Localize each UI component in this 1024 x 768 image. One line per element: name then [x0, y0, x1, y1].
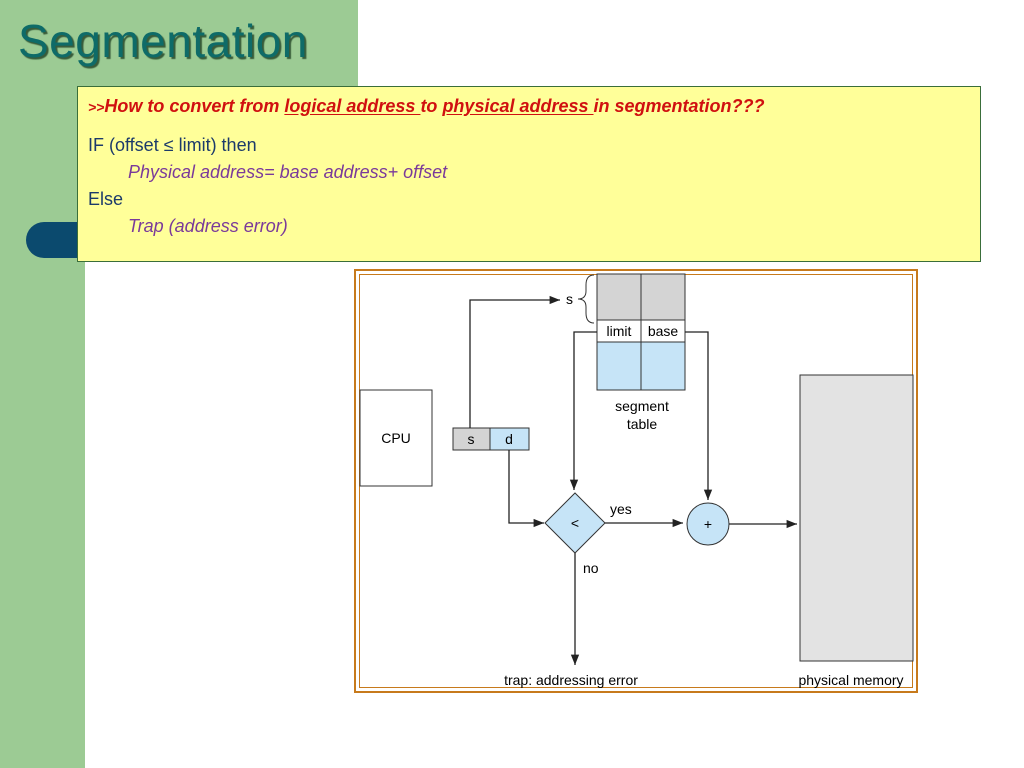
cpu-box: [359, 389, 433, 487]
segment-table-blue-limit: [596, 341, 642, 391]
no-label: no: [583, 560, 599, 576]
address-s-label: s: [468, 431, 475, 447]
adder-label: +: [704, 516, 712, 532]
rule-note-box: >>How to convert from logical address to…: [77, 86, 981, 262]
logical-address-term: logical address: [284, 96, 421, 116]
rule-block: IF (offset ≤ limit) then Physical addres…: [88, 132, 970, 240]
else-action-line: Trap (address error): [128, 216, 288, 236]
question-text-2: to: [420, 96, 443, 116]
slide-title: Segmentation: [18, 15, 308, 67]
question-text-1: How to convert from: [104, 96, 285, 116]
base-label: base: [648, 323, 679, 339]
base-to-adder-arrow: [685, 331, 713, 500]
then-line: Physical address= base address+ offset: [128, 162, 448, 182]
limit-label: limit: [607, 323, 632, 339]
segmentation-diagram: CPU s d limit base segment table s <: [359, 273, 914, 688]
segment-table-label-line1: segment: [615, 398, 669, 414]
address-d-label: d: [505, 431, 513, 447]
segmentation-hardware-figure: CPU s d limit base segment table s <: [354, 269, 918, 693]
side-band: [0, 0, 85, 768]
segment-table-gray-limit: [596, 273, 642, 321]
question-text-3: in segmentation???: [593, 96, 765, 116]
physical-memory-label: physical memory: [798, 672, 903, 688]
offset-to-compare-arrow: [508, 450, 544, 528]
limit-to-compare-arrow: [569, 331, 597, 490]
segment-brace: [577, 274, 595, 324]
compare-label: <: [571, 515, 579, 531]
cpu-label: CPU: [381, 430, 411, 446]
yes-label: yes: [610, 501, 632, 517]
physical-memory-box: [799, 374, 914, 662]
question-line: >>How to convert from logical address to…: [88, 93, 970, 120]
else-line: Else: [88, 189, 124, 209]
trap-label: trap: addressing error: [504, 672, 638, 688]
segment-table-label-line2: table: [627, 416, 658, 432]
s-to-table-arrow: [469, 295, 560, 428]
segment-s-label: s: [566, 291, 573, 307]
if-line: IF (offset ≤ limit) then: [88, 135, 257, 155]
physical-address-term: physical address: [442, 96, 594, 116]
segment-table-blue-base: [640, 341, 686, 391]
question-prefix: >>: [88, 99, 105, 115]
segment-table-gray-base: [640, 273, 686, 321]
